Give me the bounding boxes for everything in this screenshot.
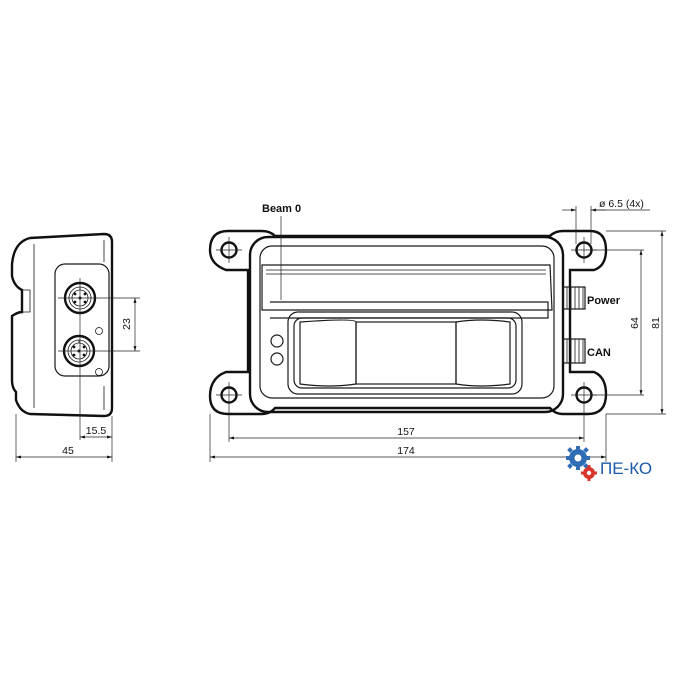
- can-label: CAN: [587, 347, 611, 359]
- side-view: [10, 232, 140, 462]
- hole-diameter-label: ø 6.5 (4x): [599, 198, 644, 210]
- can-connector: [562, 338, 586, 364]
- dim-overall-length: 174: [397, 445, 415, 457]
- dim-side-connector-offset: 15.5: [86, 425, 107, 437]
- mounting-hole-top-left: [216, 237, 242, 263]
- company-logo: ПЕ-КО: [566, 446, 652, 481]
- gear-icon: [566, 446, 597, 481]
- power-connector: [562, 286, 586, 310]
- front-view: [208, 206, 666, 462]
- dim-hole-pitch-v: 64: [629, 317, 641, 329]
- dim-hole-pitch-h: 157: [397, 426, 415, 438]
- dim-side-connector-pitch: 23: [121, 318, 133, 330]
- dim-side-depth: 45: [62, 445, 74, 457]
- beam-label: Beam 0: [262, 203, 301, 215]
- logo-text: ПЕ-КО: [600, 459, 652, 478]
- dim-overall-height: 81: [650, 317, 662, 329]
- mounting-hole-bottom-left: [216, 382, 242, 408]
- power-label: Power: [587, 295, 621, 307]
